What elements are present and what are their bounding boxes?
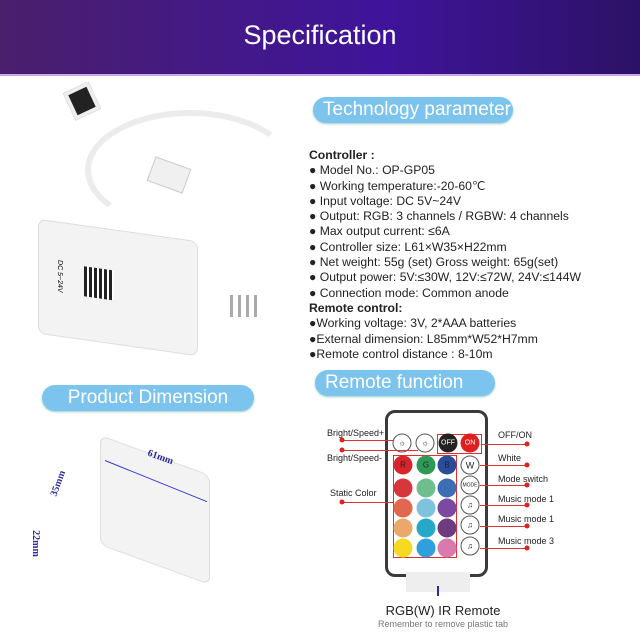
pointer-dot [524,502,530,508]
label-static-color: Static Color [330,488,377,498]
pointer-line [342,502,393,503]
spec-item: ● Input voltage: DC 5V~24V [309,193,462,208]
spec-item: ● Output power: 5V:≤30W, 12V:≤72W, 24V:≤… [309,270,581,285]
spec-list: Controller : ● Model No.: OP-GP05 ● Work… [309,148,581,361]
pointer-dot [339,447,345,453]
pointer-dot [524,482,530,488]
off-button[interactable]: OFF [438,433,458,453]
bright-up-button[interactable]: ☼ [392,433,412,453]
white-button[interactable]: W [460,455,480,475]
connector-plug [62,81,102,121]
pointer-line [480,526,527,527]
pointer-line [482,444,527,445]
spec-item: ● Connection mode: Common anode [309,285,509,300]
mode-button[interactable]: MODE [460,475,480,495]
pointer-dot [524,462,530,468]
cable [85,110,295,230]
pointer-line [480,465,527,466]
controller-photo: DC 5~24V [30,80,295,370]
color-button[interactable] [416,498,436,518]
pointer-line [480,505,527,506]
bright-down-button[interactable]: ☼ [415,433,435,453]
pointer-dot [524,545,530,551]
remote-function-title: Remote function [315,370,495,396]
remote-heading: Remote control [309,300,399,315]
label-music-2: Music mode 1 [498,514,555,524]
pointer-dot [339,437,345,443]
color-button[interactable] [416,478,436,498]
spec-item: ●Working voltage: 3V, 2*AAA batteries [309,316,517,331]
color-button[interactable]: B [437,455,457,475]
product-dimension-title: Product Dimension [42,385,254,411]
color-button[interactable] [393,538,413,558]
label-bright-up: Bright/Speed+ [327,428,385,438]
label-music-3: Music mode 3 [498,536,555,546]
qr-code [84,266,114,301]
color-button[interactable] [393,498,413,518]
color-button[interactable]: G [416,455,436,475]
label-music-1: Music mode 1 [498,494,555,504]
plastic-tab [406,572,470,592]
label-mode-switch: Mode switch [498,474,549,484]
spec-item: ● Max output current: ≤6A [309,224,450,239]
height-label: 22mm [29,530,41,557]
pointer-line [480,548,527,549]
label-bright-down: Bright/Speed- [327,453,383,463]
on-button[interactable]: ON [460,433,480,453]
color-button[interactable] [416,538,436,558]
color-button[interactable] [416,518,436,538]
pointer-line [342,450,418,451]
music-mode-1-button[interactable]: ♫ [460,495,480,515]
spec-item: ● Model No.: OP-GP05 [309,163,435,178]
tab-line [437,586,439,596]
music-mode-2-button[interactable]: ♫ [460,515,480,535]
spec-item: ●Remote control distance : 8-10m [309,346,493,361]
pointer-line [342,440,394,441]
pointer-dot [524,441,530,447]
device-label: DC 5~24V [55,259,63,293]
color-button[interactable] [437,538,457,558]
pointer-dot [524,523,530,529]
offon-highlight [437,434,482,454]
page-title: Specification [243,20,397,50]
remote-caption: RGB(W) IR Remote [385,603,501,618]
pointer-line [480,485,527,486]
color-button[interactable] [393,478,413,498]
spec-item: ● Controller size: L61×W35×H22mm [309,239,507,254]
header-banner [0,0,640,76]
color-button[interactable] [437,518,457,538]
technology-parameter-title: Technology parameter [313,97,513,123]
label-white: White [498,453,522,463]
spec-item: ● Output: RGB: 3 channels / RGBW: 4 chan… [309,209,569,224]
width-label: 35mm [48,469,69,498]
label-offon: OFF/ON [498,430,532,440]
color-button[interactable] [393,518,413,538]
pointer-dot [339,499,345,505]
spec-item: ●External dimension: L85mm*W52*H7mm [309,331,538,346]
spec-item: ● Net weight: 55g (set) Gross weight: 65… [309,255,559,270]
controller-box: DC 5~24V [38,218,198,357]
controller-heading: Controller [309,148,368,162]
music-mode-3-button[interactable]: ♫ [460,536,480,556]
pin-header [230,295,262,317]
color-button[interactable] [437,478,457,498]
color-button[interactable]: R [393,455,413,475]
remote-note: Remember to remove plastic tab [377,619,509,629]
color-button[interactable] [437,498,457,518]
spec-item: ● Working temperature:-20-60℃ [309,178,486,193]
